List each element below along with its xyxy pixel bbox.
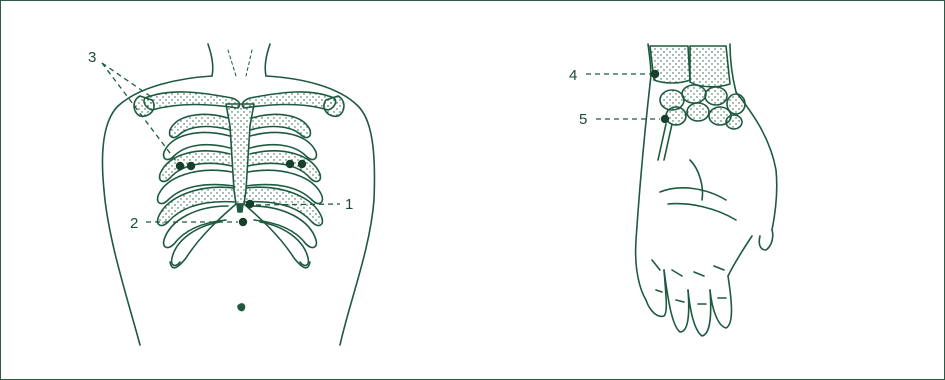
marker-dot (187, 162, 195, 170)
marker-dot (651, 70, 659, 78)
marker-dot (239, 218, 247, 226)
marker-dot (246, 200, 254, 208)
label-1: 1 (345, 196, 353, 213)
marker-dot (286, 160, 294, 168)
hand-drawing (636, 44, 777, 336)
label-3: 3 (88, 49, 96, 66)
chest-drawing (103, 44, 375, 345)
label-5: 5 (579, 111, 587, 128)
label-2: 2 (130, 215, 138, 232)
label-4: 4 (569, 67, 577, 84)
marker-dot (661, 115, 669, 123)
marker-dot (176, 162, 184, 170)
marker-dot (298, 160, 306, 168)
